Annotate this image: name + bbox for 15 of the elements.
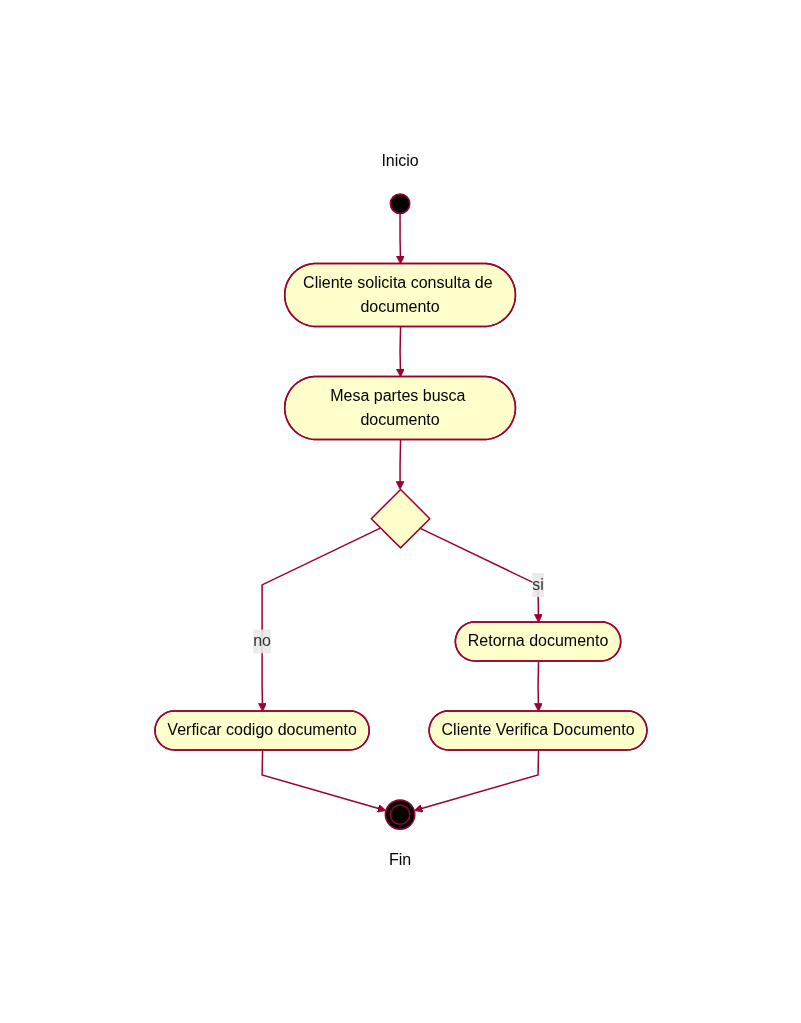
arrow [257, 527, 381, 712]
node-circle [389, 193, 411, 215]
arrow [395, 326, 405, 378]
arrow [418, 527, 543, 623]
arrow [260, 749, 386, 813]
edge-label: no [252, 632, 271, 650]
arrow [413, 749, 539, 813]
node-circle [384, 798, 416, 830]
arrow [533, 660, 543, 712]
edge-label: si [531, 575, 544, 593]
arrow [395, 439, 404, 490]
node-diamond [369, 488, 431, 549]
node-label: Fin [388, 851, 411, 869]
arrow [395, 212, 405, 265]
node-label: Inicio [380, 151, 419, 169]
